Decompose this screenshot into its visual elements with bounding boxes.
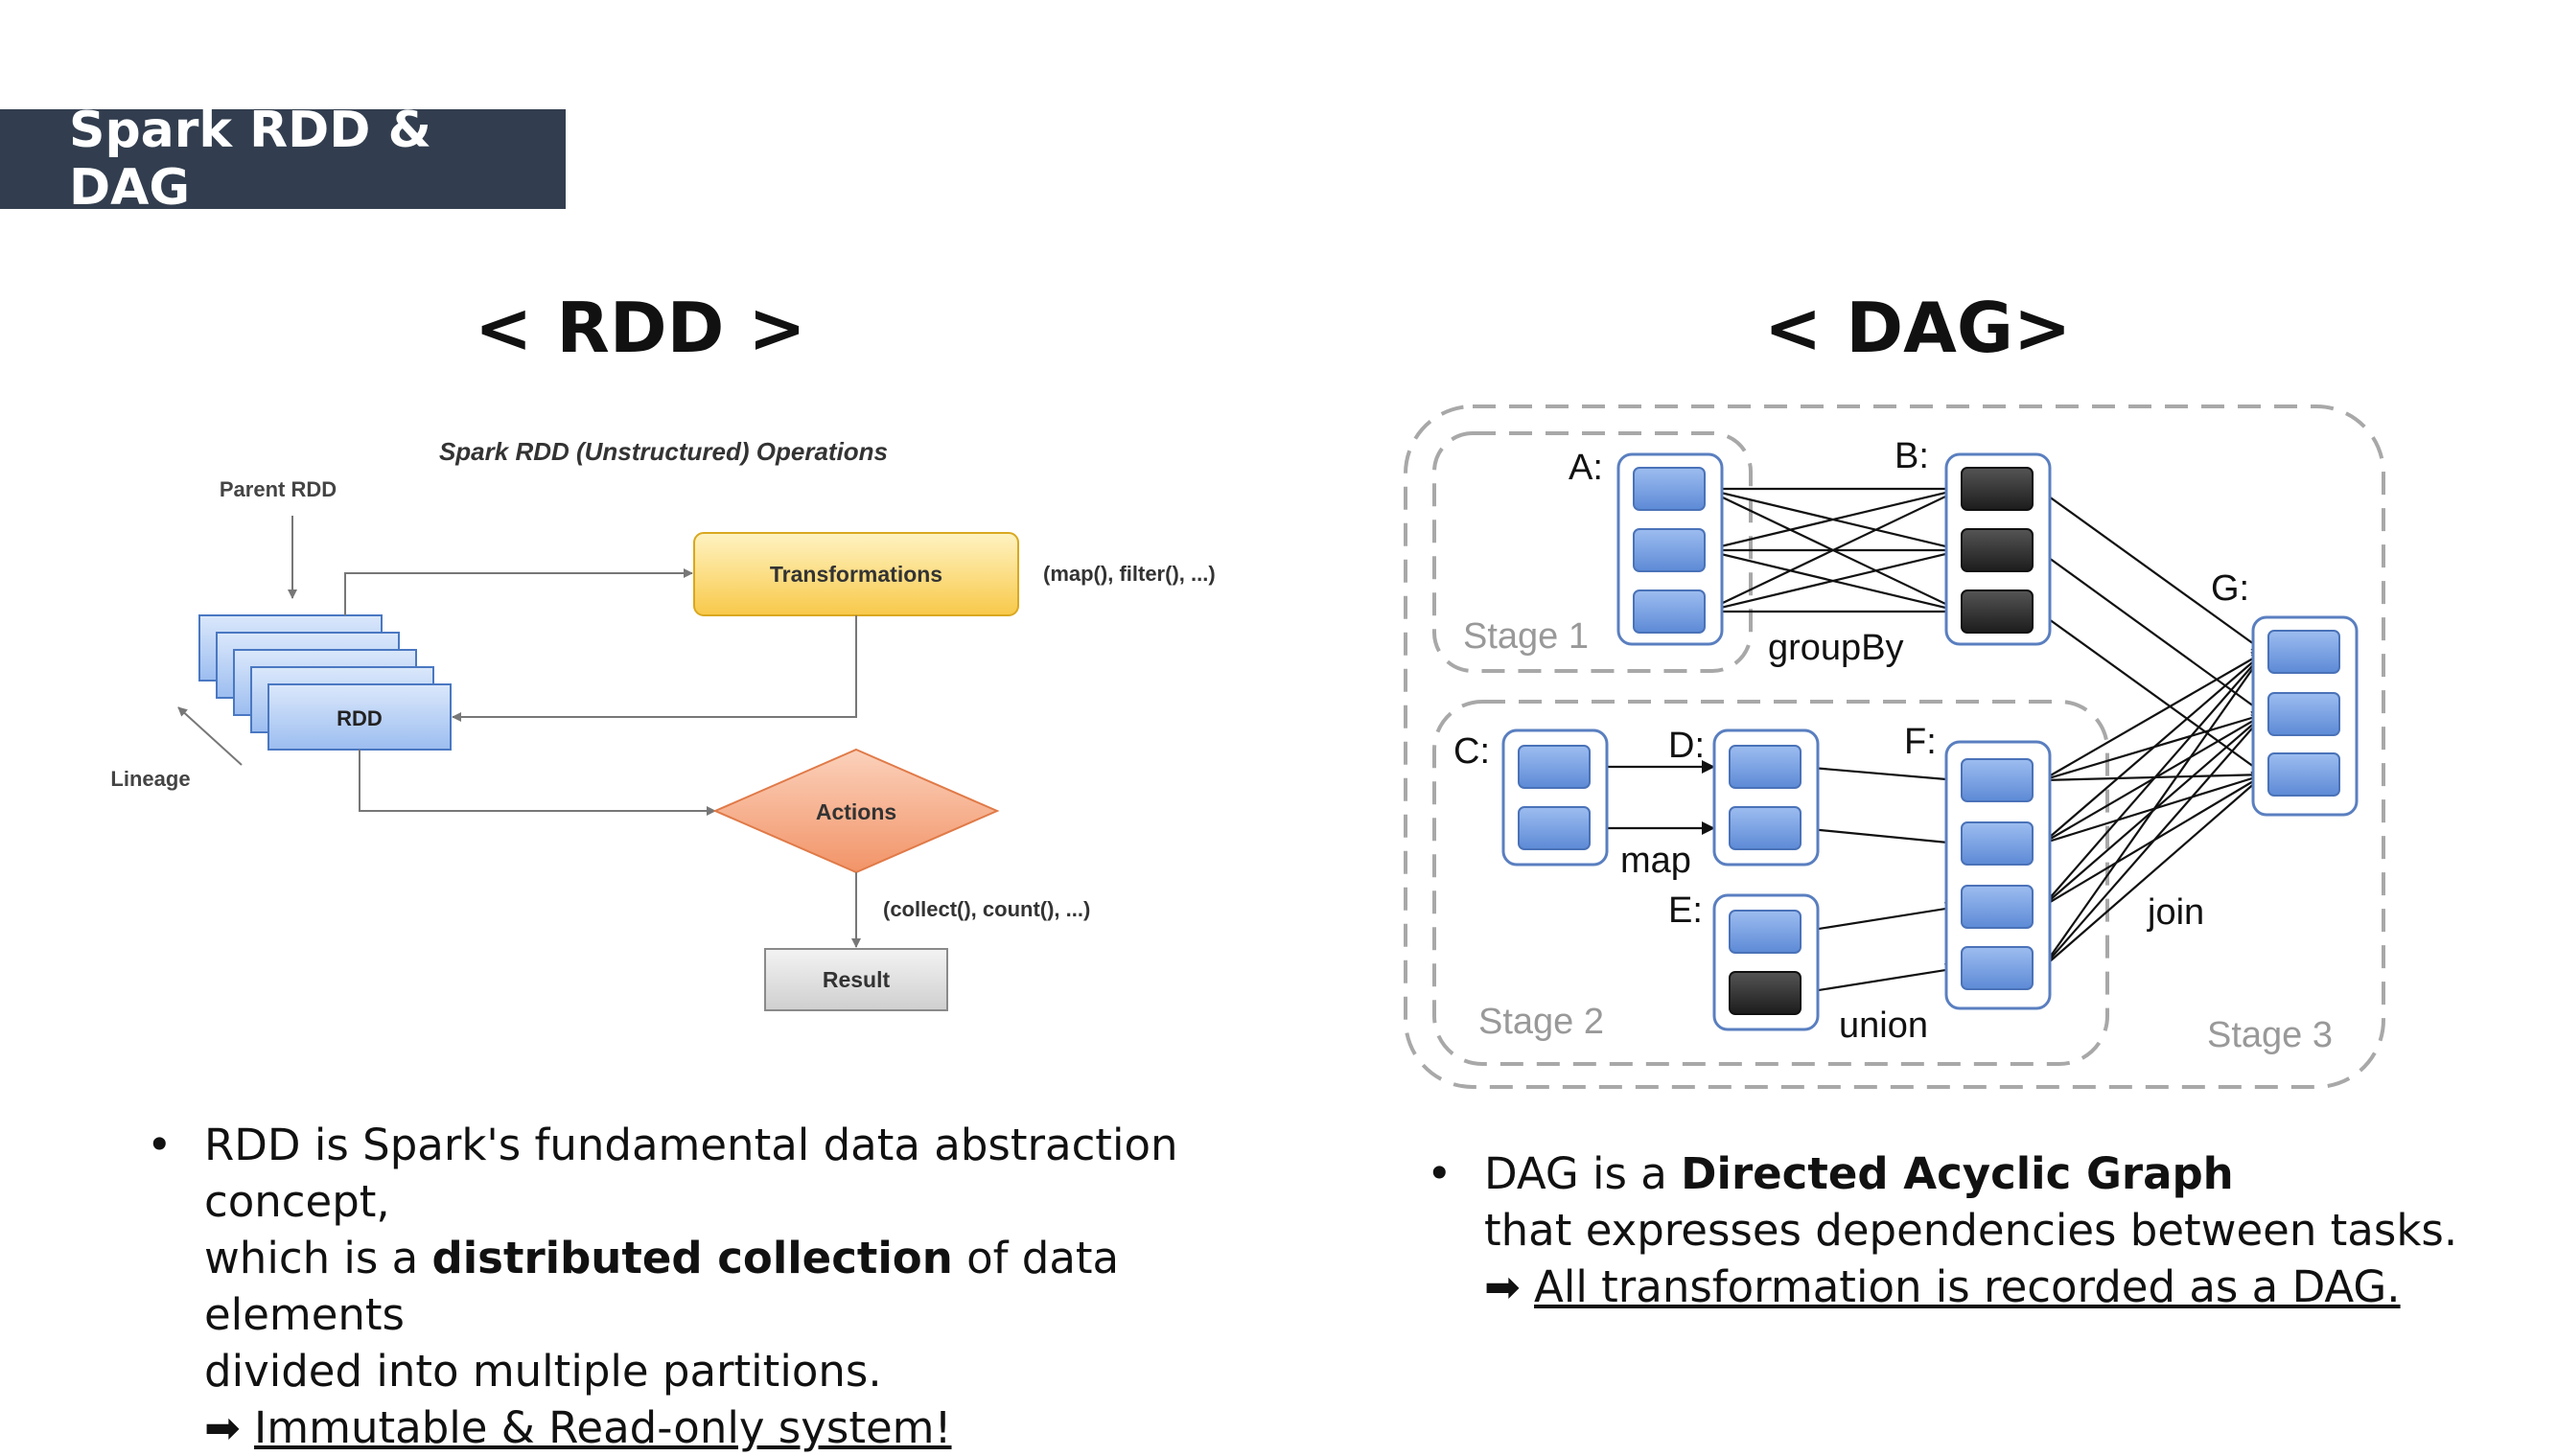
dag-node-c: [1501, 728, 1609, 867]
stage3-boundary: [1404, 404, 2385, 1089]
stage1-boundary: [1432, 431, 1753, 673]
result-label: Result: [823, 967, 891, 992]
dag-heading: < DAG>: [1764, 288, 2072, 368]
dag-op-map: map: [1620, 841, 1691, 881]
dag-label-a: A:: [1569, 448, 1603, 488]
dag-desc-line1: DAG is a Directed Acyclic Graph: [1484, 1148, 2234, 1199]
transformations-label: Transformations: [770, 562, 942, 587]
transformations-examples: (map(), filter(), ...): [1043, 562, 1216, 586]
dag-label-b: B:: [1895, 436, 1929, 476]
rdd-desc-bold: distributed collection: [431, 1233, 953, 1283]
dag-node-e: [1712, 893, 1820, 1031]
dag-op-groupby: groupBy: [1768, 628, 1904, 668]
dag-node-g: [2251, 615, 2359, 817]
actions-examples: (collect(), count(), ...): [883, 897, 1090, 921]
lineage-label: Lineage: [110, 767, 190, 791]
dag-desc-bold: Directed Acyclic Graph: [1681, 1148, 2234, 1199]
dag-stage1-label: Stage 1: [1463, 616, 1589, 657]
rdd-desc-line4: ➡ Immutable & Read-only system!: [204, 1402, 952, 1453]
result-box: [764, 948, 948, 1011]
dag-node-d: [1712, 728, 1820, 867]
dag-stage2-label: Stage 2: [1478, 1002, 1604, 1042]
rdd-desc-line1: RDD is Spark's fundamental data abstract…: [204, 1120, 1178, 1227]
dag-description: • DAG is a Directed Acyclic Graph that e…: [1427, 1145, 2539, 1315]
parent-rdd-label: Parent RDD: [220, 477, 337, 501]
lineage-arrow: [177, 706, 243, 766]
dag-label-c: C:: [1453, 731, 1490, 772]
dag-stage3-label: Stage 3: [2207, 1015, 2333, 1055]
dag-desc-line3: ➡ All transformation is recorded as a DA…: [1484, 1261, 2401, 1312]
rdd-stack: RDD: [198, 614, 452, 751]
dag-node-f: [1944, 740, 2052, 1010]
rdd-description: • RDD is Spark's fundamental data abstra…: [147, 1117, 1307, 1456]
dag-label-d: D:: [1668, 726, 1705, 766]
stage2-boundary: [1432, 700, 2109, 1066]
rdd-diagram: Spark RDD (Unstructured) Operations Pare…: [110, 437, 1216, 1011]
dag-op-union: union: [1839, 1005, 1928, 1046]
dag-label-e: E:: [1668, 890, 1703, 931]
dag-node-b: [1944, 452, 2052, 646]
rdd-heading: < RDD >: [475, 288, 806, 368]
actions-label: Actions: [816, 799, 896, 824]
dag-desc-line2: that expresses dependencies between task…: [1484, 1205, 2458, 1256]
rdd-box-label: RDD: [337, 706, 383, 730]
slide-title: Spark RDD & DAG: [0, 102, 566, 217]
dag-node-a: [1616, 452, 1724, 646]
dag-label-g: G:: [2211, 568, 2249, 609]
rdd-diagram-title: Spark RDD (Unstructured) Operations: [439, 437, 888, 466]
arrow-icon: ➡: [1484, 1261, 1521, 1312]
arrow-icon: ➡: [204, 1402, 241, 1453]
dag-op-join: join: [2147, 892, 2204, 933]
dag-diagram: A: B: C: D: E: F: G: groupBy map union j…: [1404, 404, 2385, 1089]
rdd-desc-line2: which is a distributed collection of dat…: [204, 1233, 1120, 1340]
rdd-desc-line3: divided into multiple partitions.: [204, 1346, 882, 1397]
rdd-box: [267, 683, 452, 751]
bullet-dot: •: [1427, 1148, 1453, 1199]
bullet-dot: •: [147, 1120, 173, 1170]
dag-label-f: F:: [1904, 722, 1937, 762]
